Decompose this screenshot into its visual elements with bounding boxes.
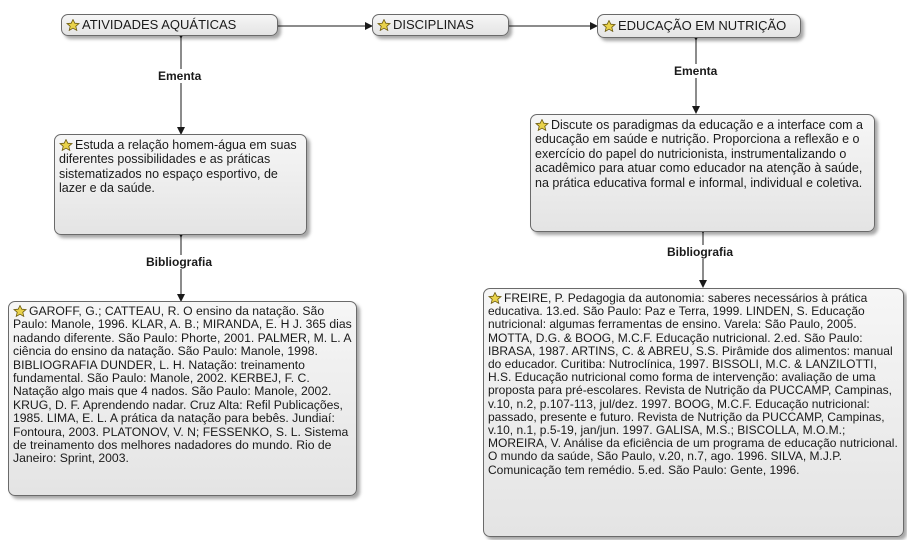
node-educacao-em-nutricao-label: EDUCAÇÃO EM NUTRIÇÃO — [618, 18, 787, 33]
node-atividades-aquaticas-label: ATIVIDADES AQUÁTICAS — [82, 17, 237, 32]
node-atividades-aquaticas[interactable]: ATIVIDADES AQUÁTICAS — [61, 14, 278, 36]
node-disciplinas-label: DISCIPLINAS — [393, 17, 474, 32]
node-educacao-em-nutricao[interactable]: EDUCAÇÃO EM NUTRIÇÃO — [597, 14, 801, 38]
node-disciplinas[interactable]: DISCIPLINAS — [372, 14, 509, 36]
node-ementa-nutricao-text: Discute os paradigmas da educação e a in… — [535, 118, 863, 190]
link-label-ementa-left: Ementa — [156, 69, 204, 83]
concept-star-icon — [488, 291, 502, 305]
concept-star-icon — [59, 138, 73, 152]
node-bibliografia-atividades[interactable]: GAROFF, G.; CATTEAU, R. O ensino da nata… — [8, 301, 357, 496]
concept-star-icon — [535, 118, 549, 132]
concept-star-icon — [602, 17, 616, 33]
link-label-bibliografia-left: Bibliografia — [144, 255, 215, 269]
node-bibliografia-nutricao[interactable]: FREIRE, P. Pedagogia da autonomia: saber… — [483, 288, 904, 537]
node-ementa-atividades-text: Estuda a relação homem-água em suas dife… — [59, 138, 297, 196]
node-bibliografia-atividades-text: GAROFF, G.; CATTEAU, R. O ensino da nata… — [13, 304, 352, 466]
node-bibliografia-nutricao-text: FREIRE, P. Pedagogia da autonomia: saber… — [488, 291, 898, 477]
link-label-bibliografia-right: Bibliografia — [665, 245, 736, 259]
link-label-ementa-right: Ementa — [672, 64, 720, 78]
node-ementa-atividades[interactable]: Estuda a relação homem-água em suas dife… — [54, 134, 307, 235]
concept-star-icon — [66, 17, 80, 32]
concept-star-icon — [13, 304, 27, 318]
node-ementa-nutricao[interactable]: Discute os paradigmas da educação e a in… — [530, 114, 875, 232]
concept-star-icon — [377, 17, 391, 32]
